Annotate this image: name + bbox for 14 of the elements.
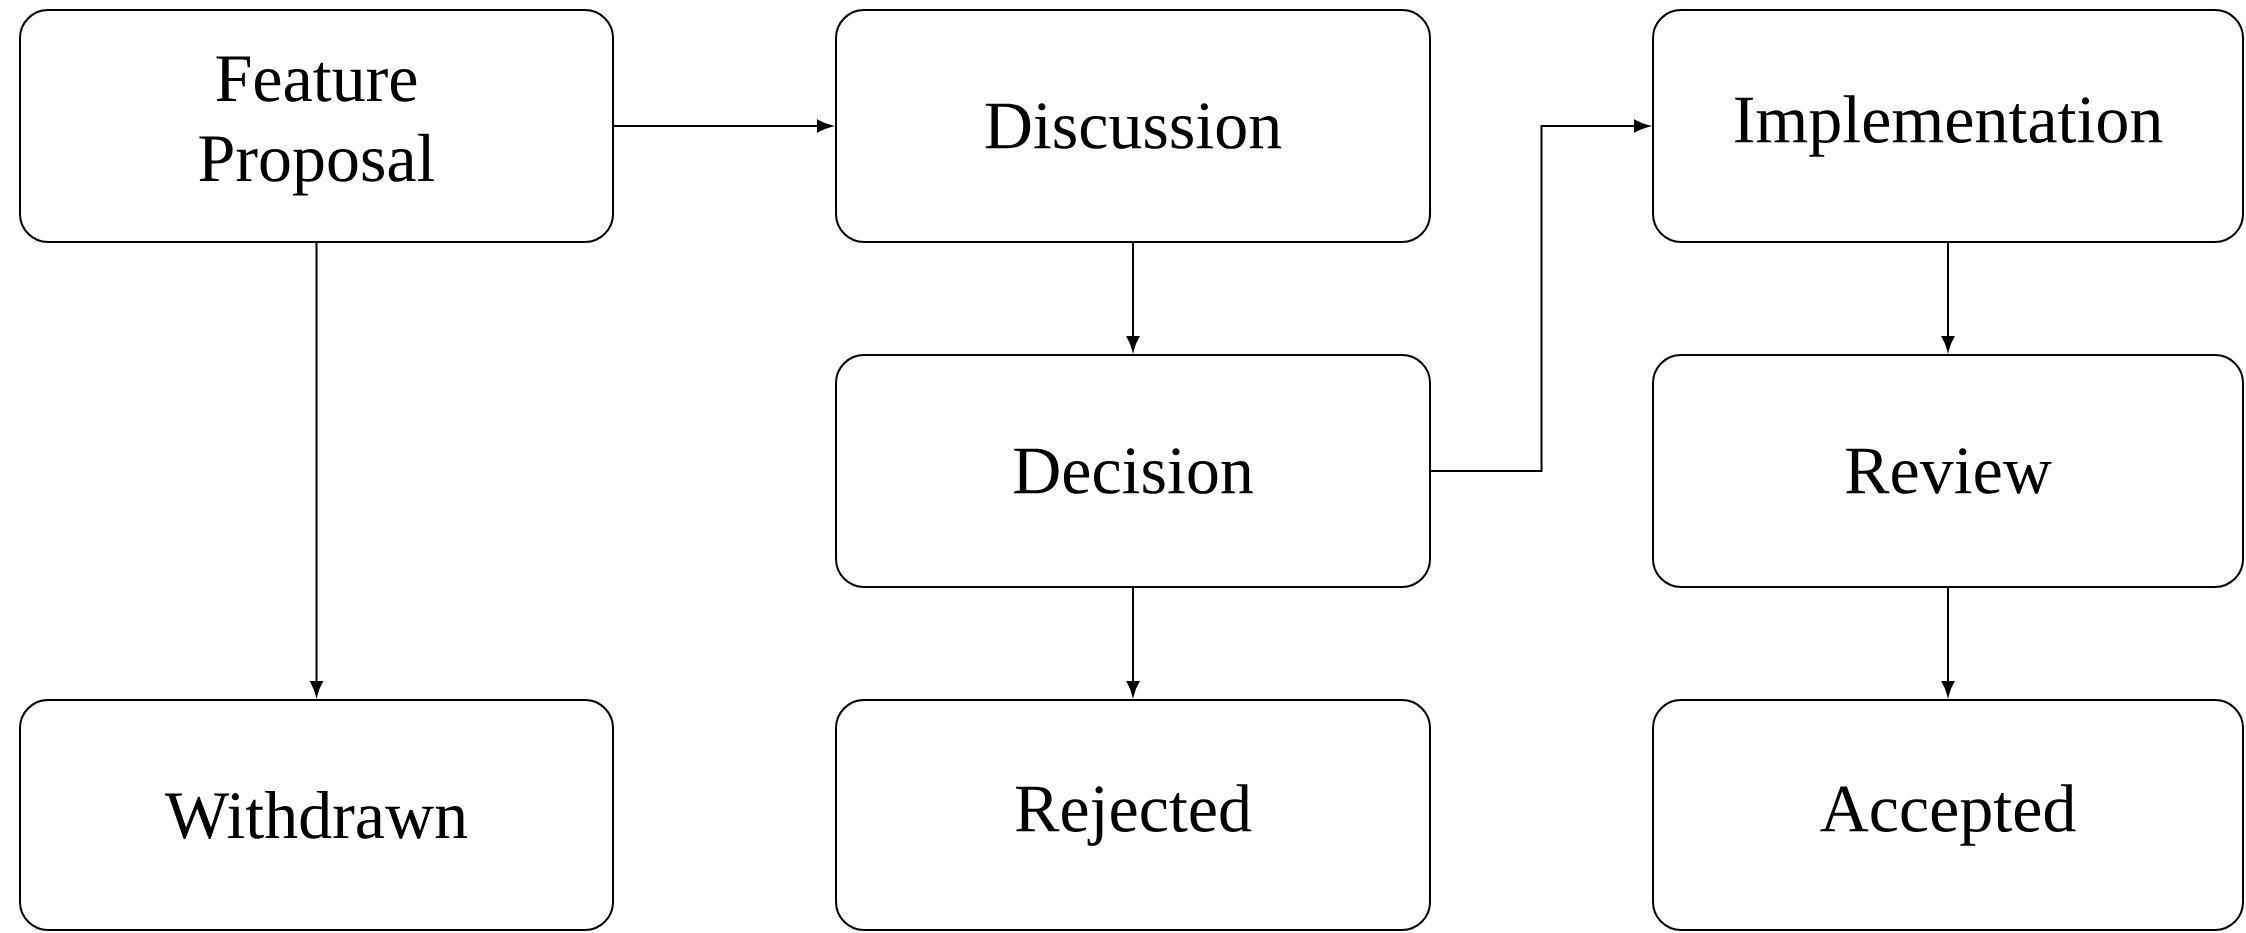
- arrow: [1941, 587, 1955, 696]
- arrow: [613, 119, 833, 133]
- process-box: Accepted: [1652, 699, 2245, 931]
- process-box: Implementation: [1652, 9, 2245, 243]
- arrow: [1126, 587, 1140, 696]
- process-box: Feature Proposal: [19, 9, 614, 243]
- process-box: Withdrawn: [19, 699, 614, 931]
- process-box: Rejected: [835, 699, 1431, 931]
- arrow: [1126, 242, 1140, 351]
- process-box: Discussion: [835, 9, 1431, 243]
- arrow: [1430, 119, 1650, 472]
- process-box: Decision: [835, 354, 1431, 588]
- process-box: Review: [1652, 354, 2245, 588]
- arrow: [1941, 242, 1955, 351]
